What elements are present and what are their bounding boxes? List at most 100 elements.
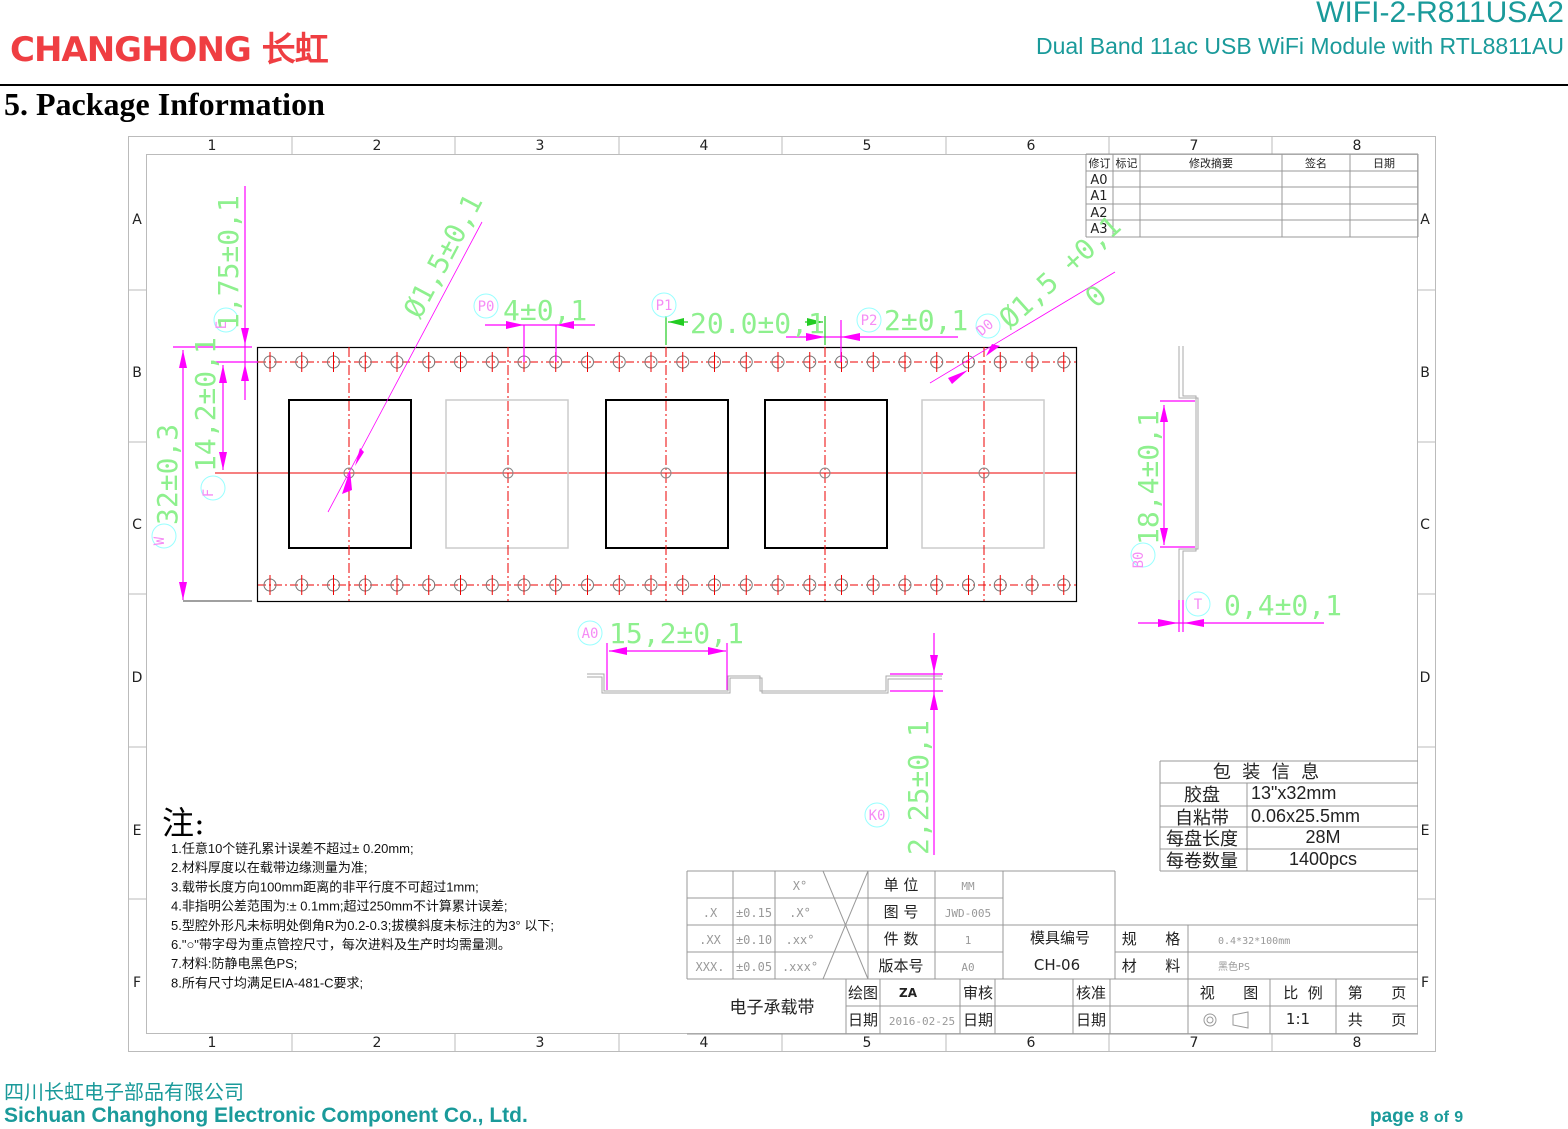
sprocket-holes bbox=[258, 352, 1076, 595]
marker-label-k0: K0 bbox=[869, 808, 886, 824]
title-block-label: 图 号 bbox=[884, 903, 919, 921]
revision-table: 修订标记修改摘要签名日期A0A1A2A3 bbox=[1085, 153, 1419, 238]
grid-column-label: 7 bbox=[1190, 138, 1199, 154]
cavity-pocket bbox=[288, 399, 412, 549]
title-block-label: 版本号 bbox=[878, 957, 923, 975]
pitch-arrowhead bbox=[668, 318, 684, 326]
dim-P0-value: 4±0,1 bbox=[503, 294, 587, 327]
tolerance-value: ±0.15 bbox=[736, 906, 772, 920]
grid-row-label: A bbox=[1420, 212, 1430, 228]
mold-number-label: 模具编号 bbox=[1030, 929, 1090, 947]
title-block-value: JWD-005 bbox=[945, 907, 991, 920]
grid-column-label: 8 bbox=[1353, 1035, 1362, 1051]
review-label: 审核 bbox=[963, 984, 993, 1002]
cavity-pocket bbox=[921, 399, 1045, 549]
grid-row-label: D bbox=[132, 670, 143, 686]
note-item: 8.所有尺寸均满足EIA-481-C要求; bbox=[171, 975, 363, 990]
title-block-label: 视 图 bbox=[1200, 984, 1259, 1002]
marker-label-e: E bbox=[214, 321, 230, 329]
package-info-value: 13"x32mm bbox=[1251, 783, 1336, 803]
grid-column-label: 4 bbox=[700, 138, 709, 154]
note-item: 7.材料:防静电黑色PS; bbox=[171, 956, 297, 971]
note-item: 3.载带长度方向100mm距离的非平行度不可超过1mm; bbox=[171, 879, 479, 894]
package-info-value: 1400pcs bbox=[1289, 849, 1357, 869]
marker-label-p2: P2 bbox=[861, 313, 878, 329]
revision-row-label: A1 bbox=[1090, 189, 1107, 204]
tolerance-value: ±0.05 bbox=[736, 960, 772, 974]
revision-header: 标记 bbox=[1116, 156, 1138, 170]
page-current: 8 bbox=[1419, 1109, 1429, 1126]
title-block: X°.X±0.15.X°.XX±0.10.xx°XXX.±0.05.xxx°单 … bbox=[686, 870, 1418, 1035]
footer-company-cn: 四川长虹电子部品有限公司 bbox=[4, 1080, 244, 1104]
package-info-value: 0.06x25.5mm bbox=[1251, 806, 1360, 826]
grid-row-label: B bbox=[132, 365, 142, 381]
tolerance-angle: .xxx° bbox=[782, 960, 818, 974]
section-title: 5. Package Information bbox=[4, 86, 325, 122]
marker-circle-e bbox=[213, 307, 239, 333]
approve-date-label: 日期 bbox=[1076, 1011, 1106, 1029]
note-item: 1.任意10个链孔累计误差不超过± 0.20mm; bbox=[171, 841, 414, 856]
tolerance-angle: X° bbox=[793, 879, 807, 893]
notes-list: 1.任意10个链孔累计误差不超过± 0.20mm;2.材料厚度以在载带边缘测量为… bbox=[171, 841, 554, 990]
revision-row-label: A0 bbox=[1090, 173, 1107, 188]
grid-row-label: B bbox=[1420, 365, 1430, 381]
tolerance-format: .XX bbox=[699, 933, 721, 947]
marker-label-p0: P0 bbox=[478, 299, 495, 315]
grid-column-label: 5 bbox=[863, 1035, 872, 1051]
grid-column-label: 2 bbox=[373, 138, 382, 154]
dim-E-value: 1,75±0,1 bbox=[212, 195, 245, 330]
cavity-center-mark bbox=[660, 467, 672, 479]
dim-B0-value: 18,4±0,1 bbox=[1132, 410, 1165, 545]
marker-circle-d0 bbox=[975, 313, 1001, 339]
drawing-outer-frame bbox=[128, 136, 1436, 1052]
revision-header: 修订 bbox=[1089, 156, 1111, 170]
date-value: 2016-02-25 bbox=[889, 1015, 955, 1028]
tolerance-value: ±0.10 bbox=[736, 933, 772, 947]
grid-column-label: 8 bbox=[1353, 138, 1362, 154]
grid-row-label: E bbox=[133, 823, 142, 839]
grid-row-label: C bbox=[132, 517, 142, 533]
total-pages-label: 共 页 bbox=[1348, 1011, 1407, 1029]
pitch-arrowhead bbox=[807, 318, 823, 326]
note-item: 4.非指明公差范围为:± 0.1mm;超过250mm不计算累计误差; bbox=[171, 899, 508, 914]
grid-column-label: 7 bbox=[1190, 1035, 1199, 1051]
grid-row-label: A bbox=[132, 212, 142, 228]
tape-outline bbox=[256, 346, 1078, 603]
marker-label-b0: B0 bbox=[1131, 552, 1147, 569]
title-block-label: 比 例 bbox=[1283, 984, 1323, 1002]
grid-row-label: C bbox=[1420, 517, 1430, 533]
drawn-by-label: 绘图 bbox=[848, 984, 878, 1002]
marker-circle-t bbox=[1185, 591, 1211, 617]
drawn-by-value: ZA bbox=[899, 986, 918, 1000]
grid-column-label: 3 bbox=[536, 138, 545, 154]
marker-circle-p0 bbox=[473, 293, 499, 319]
grid-column-label: 4 bbox=[700, 1035, 709, 1051]
page-of: of bbox=[1433, 1109, 1449, 1126]
dim-D0-value: Ø1,5 +0,1 bbox=[993, 209, 1128, 335]
grid-row-label: F bbox=[1421, 975, 1429, 991]
dim-P1-value: 20.0±0,1 bbox=[690, 307, 825, 340]
cavity-pocket bbox=[445, 399, 569, 549]
company-logo: CHANGHONG 长虹 bbox=[10, 30, 329, 70]
marker-label-w: W bbox=[152, 536, 168, 545]
tolerance-format: XXX. bbox=[696, 960, 725, 974]
page-number: page 8 of 9 bbox=[1370, 1106, 1463, 1128]
note-item: 5.型腔外形凡未标明处倒角R为0.2-0.3;拔模斜度未标注的为3° 以下; bbox=[171, 918, 554, 933]
title-block-label: 第 页 bbox=[1348, 984, 1407, 1002]
marker-circle-a0 bbox=[577, 620, 603, 646]
side-section-view bbox=[1178, 346, 1199, 600]
dim-hole-diameter: Ø1,5±0,1 bbox=[397, 189, 489, 324]
revision-row-label: A3 bbox=[1090, 222, 1107, 237]
grid-row-label: D bbox=[1420, 670, 1431, 686]
grid-column-label: 1 bbox=[208, 138, 217, 154]
marker-circle-p2 bbox=[856, 307, 882, 333]
spec-value: 0.4*32*100mm bbox=[1218, 936, 1290, 947]
grid-column-label: 5 bbox=[863, 138, 872, 154]
package-info-value: 28M bbox=[1305, 827, 1340, 847]
marker-label-a0: A0 bbox=[582, 626, 599, 642]
marker-circle-f bbox=[200, 475, 226, 501]
mold-number-value: CH-06 bbox=[1034, 956, 1080, 974]
cavity-pocket bbox=[764, 399, 888, 549]
package-info-key: 自粘带 bbox=[1175, 808, 1229, 829]
